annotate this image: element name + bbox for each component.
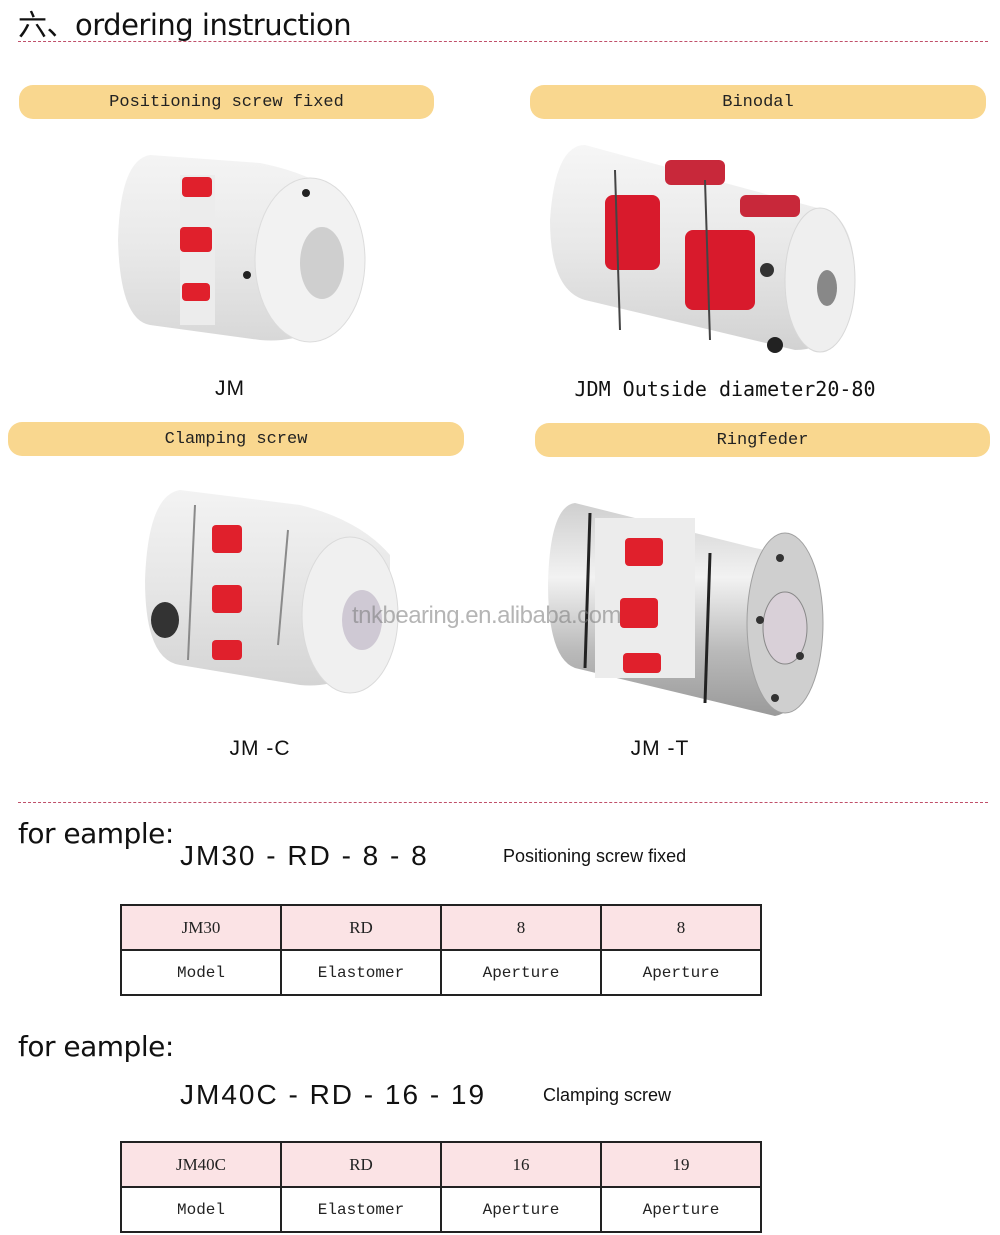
jdm-coupling-image [550, 145, 856, 353]
table-row: JM30 RD 8 8 [120, 904, 762, 951]
table-row: Model Elastomer Aperture Aperture [120, 1186, 762, 1233]
page-title: 六、ordering instruction [18, 8, 352, 42]
table-cell-aperture-value: 19 [600, 1141, 762, 1188]
section-divider [18, 802, 988, 803]
example-2-label: for eample: [18, 1030, 174, 1063]
jm-coupling-image [118, 155, 366, 343]
table-cell-aperture-label: Aperture [600, 1186, 762, 1233]
table-cell-model-label: Model [120, 949, 282, 996]
example-2-table: JM40C RD 16 19 Model Elastomer Aperture … [120, 1141, 762, 1233]
table-cell-elastomer-label: Elastomer [280, 949, 442, 996]
table-cell-aperture-label: Aperture [440, 949, 602, 996]
title-divider [18, 41, 988, 42]
product-type-label-ringfeder: Ringfeder [535, 423, 990, 457]
example-1-code: JM30 - RD - 8 - 8 [180, 840, 429, 871]
example-1-note: Positioning screw fixed [503, 846, 687, 866]
table-row: Model Elastomer Aperture Aperture [120, 949, 762, 996]
table-cell-model-value: JM30 [120, 904, 282, 951]
product-model-jm-c: JM -C [229, 737, 291, 760]
table-cell-aperture-label: Aperture [600, 949, 762, 996]
table-row: JM40C RD 16 19 [120, 1141, 762, 1188]
product-model-jdm: JDM Outside diameter20-80 [574, 377, 876, 401]
jm-t-coupling-image [548, 503, 824, 716]
table-cell-elastomer-label: Elastomer [280, 1186, 442, 1233]
example-2-code: JM40C - RD - 16 - 19 [180, 1079, 487, 1110]
example-1-label: for eample: [18, 817, 174, 850]
product-model-jm: JM [215, 377, 245, 400]
table-cell-aperture-label: Aperture [440, 1186, 602, 1233]
table-cell-model-label: Model [120, 1186, 282, 1233]
product-model-jm-t: JM -T [630, 737, 690, 760]
table-cell-elastomer-value: RD [280, 1141, 442, 1188]
product-type-label-binodal: Binodal [530, 85, 986, 119]
product-type-label-clamping-screw: Clamping screw [8, 422, 464, 456]
watermark: tnkbearing.en.alibaba.com [352, 602, 622, 629]
jm-c-coupling-image [145, 490, 399, 694]
table-cell-elastomer-value: RD [280, 904, 442, 951]
table-cell-aperture-value: 8 [600, 904, 762, 951]
table-cell-aperture-value: 8 [440, 904, 602, 951]
product-type-label-positioning-screw: Positioning screw fixed [19, 85, 434, 119]
table-cell-model-value: JM40C [120, 1141, 282, 1188]
table-cell-aperture-value: 16 [440, 1141, 602, 1188]
example-1-table: JM30 RD 8 8 Model Elastomer Aperture Ape… [120, 904, 762, 996]
example-2-note: Clamping screw [543, 1085, 672, 1105]
